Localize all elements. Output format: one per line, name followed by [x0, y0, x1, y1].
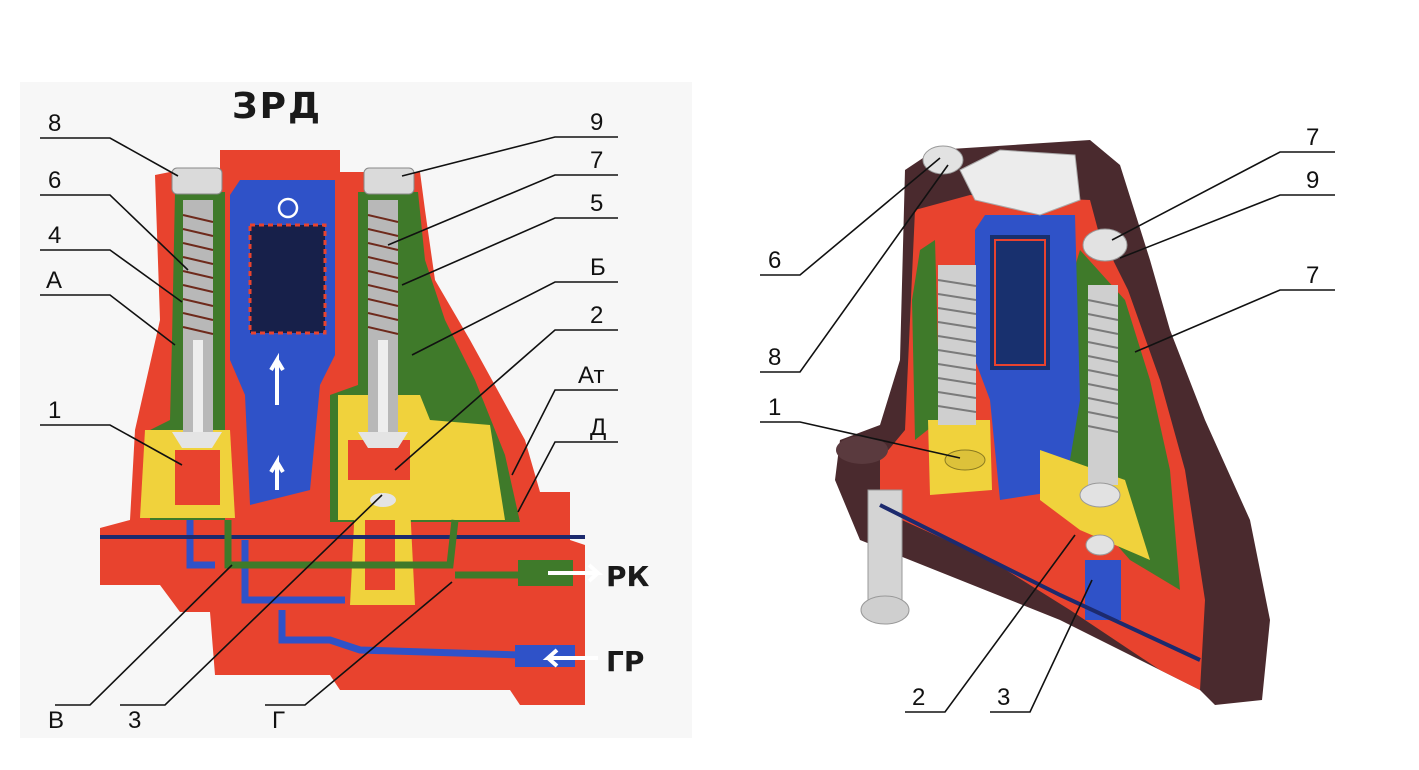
- gr-flow-arrow: [542, 648, 598, 668]
- label-V: В: [48, 707, 64, 734]
- leader-r1: [760, 421, 961, 459]
- rk-flow-arrow: [548, 563, 604, 583]
- leader-1: [40, 424, 183, 466]
- label-r8: 8: [768, 344, 781, 371]
- seal-line-cutaway: [879, 503, 1201, 662]
- spring-coil-left: [182, 214, 214, 335]
- leader-6: [40, 194, 189, 271]
- valve-head-2: [358, 432, 408, 448]
- leader-r6: [760, 157, 941, 276]
- spring-coils-cutaway-right: [1087, 299, 1119, 433]
- green-left-cutaway: [912, 240, 940, 440]
- leader-r9: [1119, 194, 1335, 259]
- float-ring: [277, 197, 299, 219]
- rod-left: [193, 340, 203, 435]
- port-label-rk: РК: [606, 560, 650, 593]
- adjust-cap-cutaway-left: [922, 145, 964, 175]
- leader-8: [40, 137, 179, 177]
- label-7: 7: [590, 147, 603, 174]
- label-At: Ат: [578, 362, 604, 389]
- panel-notch: [1300, 255, 1419, 375]
- leader-G: [265, 581, 453, 706]
- filter-frame-cutaway: [994, 239, 1046, 366]
- label-B: Б: [590, 254, 606, 281]
- leader-2: [394, 329, 618, 471]
- piston-1-pocket: [175, 450, 220, 505]
- mounting-ear: [836, 436, 888, 464]
- adjust-screw-8: [171, 167, 223, 195]
- leader-3: [120, 494, 383, 706]
- label-3: 3: [128, 707, 141, 734]
- leader-r7a: [1111, 151, 1335, 241]
- adjust-cap-cutaway-right: [1082, 228, 1128, 262]
- label-r1: 1: [768, 394, 781, 421]
- spring-cutaway-left: [938, 265, 976, 425]
- spring-coils-cutaway-left: [937, 279, 977, 413]
- filter-element: [250, 225, 325, 333]
- leader-r2: [905, 534, 1076, 713]
- flow-arrow-lower: [269, 454, 285, 490]
- filter-mesh: [248, 223, 327, 335]
- leader-D: [517, 441, 618, 513]
- leader-V: [55, 564, 233, 706]
- valve-3-pocket: [365, 520, 395, 590]
- label-4: 4: [48, 222, 61, 249]
- label-r9: 9: [1306, 167, 1319, 194]
- label-D: Д: [590, 414, 606, 441]
- flow-arrow-upper: [269, 352, 285, 405]
- leader-At: [511, 389, 618, 476]
- valve-head-3: [370, 493, 396, 507]
- label-r7b: 7: [1306, 262, 1319, 289]
- label-1: 1: [48, 397, 61, 424]
- spring-coil-right: [367, 214, 399, 335]
- label-r7a: 7: [1306, 124, 1319, 151]
- piston-cutaway: [944, 449, 986, 471]
- label-5: 5: [590, 190, 603, 217]
- leader-r3: [990, 579, 1093, 713]
- top-cap-cutaway: [959, 149, 1081, 216]
- rod-right: [378, 340, 388, 435]
- label-6: 6: [48, 167, 61, 194]
- left-section-view: ЗРД 8 6 4 А 1 9 7 5 Б 2 Ат Д В 3 Г РК ГР: [20, 82, 692, 738]
- valve-head-1: [172, 432, 222, 448]
- green-passage-lower: [224, 519, 520, 579]
- gr-port-bore: [515, 645, 575, 667]
- label-r6: 6: [768, 247, 781, 274]
- leader-r7b: [1134, 289, 1335, 353]
- adjust-screw-9: [363, 167, 415, 195]
- label-r3: 3: [997, 684, 1010, 711]
- filter-cutaway: [990, 235, 1050, 370]
- label-8: 8: [48, 110, 61, 137]
- port-label-gr: ГР: [606, 645, 644, 678]
- label-A: А: [46, 267, 62, 294]
- diagram-title: ЗРД: [232, 86, 322, 127]
- leader-5: [401, 217, 618, 286]
- leader-A: [40, 294, 176, 346]
- valve-3-head-cutaway: [1085, 534, 1115, 556]
- leader-7: [387, 174, 618, 246]
- right-cutaway-view: 6 8 1 7 9 7 2 3: [760, 124, 1419, 713]
- label-2: 2: [590, 302, 603, 329]
- valve-head-cutaway: [1079, 482, 1121, 508]
- leader-B: [411, 281, 618, 356]
- label-r2: 2: [912, 684, 925, 711]
- leader-4: [40, 249, 183, 303]
- mounting-bolt-head: [860, 595, 910, 625]
- label-9: 9: [590, 109, 603, 136]
- label-G: Г: [272, 707, 285, 734]
- leader-r8: [760, 164, 949, 373]
- leader-9: [401, 136, 618, 177]
